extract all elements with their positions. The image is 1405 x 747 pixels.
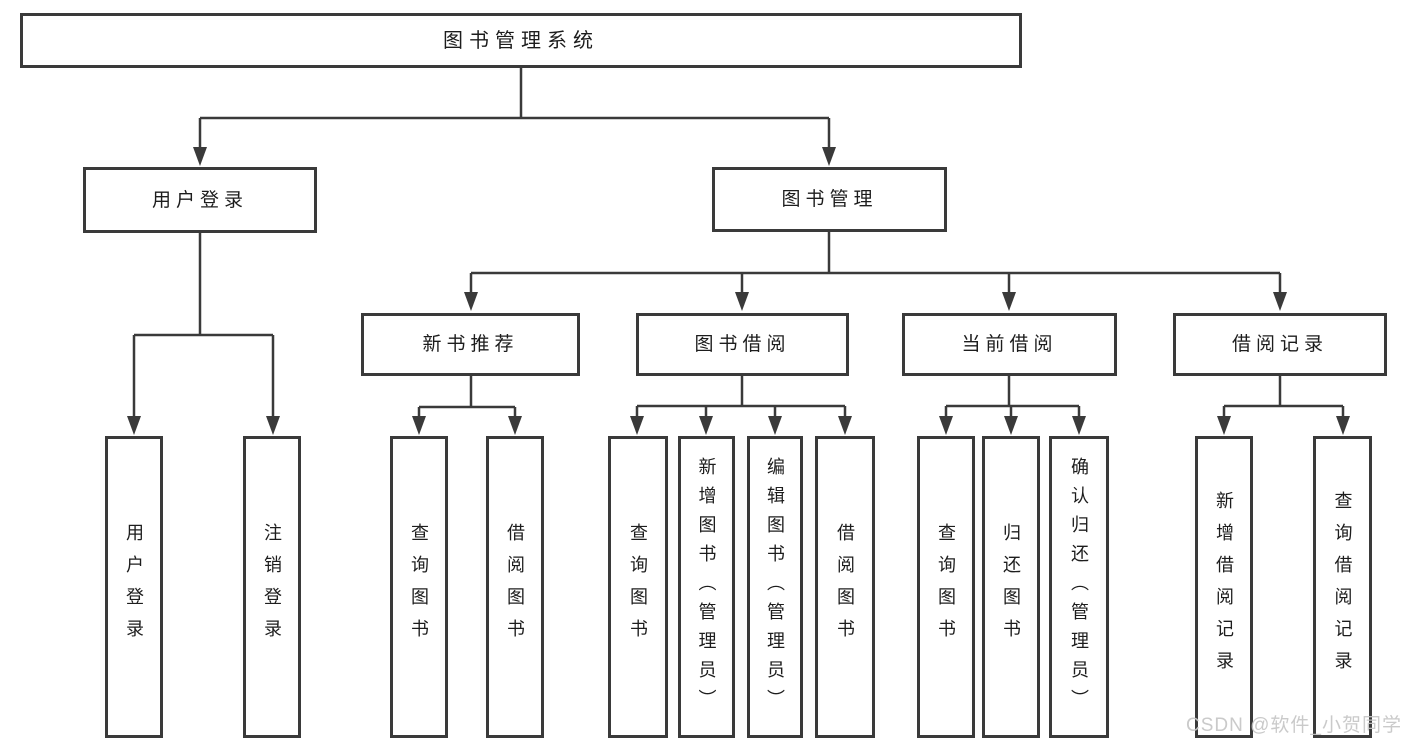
connector-book-management-to-children bbox=[469, 232, 1282, 294]
leaf-confirm-return-admin: 确认归还（管理员） bbox=[1049, 436, 1109, 738]
leaf-query-books: 查询图书 bbox=[608, 436, 668, 738]
connector-line bbox=[469, 232, 1282, 294]
node-label: 借阅记录 bbox=[1231, 334, 1328, 355]
node-label: 新增借阅记录 bbox=[1214, 491, 1234, 683]
node-label: 确认归还（管理员） bbox=[1069, 456, 1089, 718]
arrow-down-icon bbox=[822, 147, 836, 166]
connector-line bbox=[417, 376, 517, 418]
arrow-down-icon bbox=[508, 416, 522, 435]
arrow-down-icon bbox=[630, 416, 644, 435]
node-label: 用户登录 bbox=[151, 189, 248, 211]
arrow-down-icon bbox=[939, 416, 953, 435]
connector-new-book-recommend-to-children bbox=[417, 376, 517, 418]
arrow-down-icon bbox=[464, 292, 478, 311]
arrowheads bbox=[127, 147, 1350, 435]
leaf-query-borrow-record: 查询借阅记录 bbox=[1313, 436, 1372, 738]
connector-line bbox=[132, 233, 275, 418]
node-label: 注销登录 bbox=[262, 523, 282, 651]
node-label: 查询图书 bbox=[936, 523, 956, 651]
node-label: 新增图书（管理员） bbox=[696, 456, 717, 718]
node-label: 当前借阅 bbox=[961, 334, 1058, 355]
connector-user-login-to-children bbox=[132, 233, 275, 418]
leaf-user-login: 用户登录 bbox=[105, 436, 163, 738]
node-label: 图书借阅 bbox=[694, 334, 791, 355]
leaf-query-books: 查询图书 bbox=[390, 436, 448, 738]
node-book-borrowing: 图书借阅 bbox=[636, 313, 849, 376]
leaf-return-books: 归还图书 bbox=[982, 436, 1040, 738]
arrow-down-icon bbox=[412, 416, 426, 435]
node-library-management-system: 图书管理系统 bbox=[20, 13, 1022, 68]
leaf-query-books: 查询图书 bbox=[917, 436, 975, 738]
node-label: 借阅图书 bbox=[835, 523, 855, 651]
arrow-down-icon bbox=[1273, 292, 1287, 311]
leaf-edit-book-admin: 编辑图书（管理员） bbox=[747, 436, 803, 738]
node-label: 借阅图书 bbox=[505, 523, 525, 651]
node-label: 查询图书 bbox=[628, 523, 648, 651]
csdn-watermark: CSDN @软件_小贺同学 bbox=[1186, 715, 1402, 736]
node-current-borrowing: 当前借阅 bbox=[902, 313, 1117, 376]
arrow-down-icon bbox=[838, 416, 852, 435]
arrow-down-icon bbox=[127, 416, 141, 435]
leaf-borrow-books: 借阅图书 bbox=[486, 436, 544, 738]
connector-current-borrowing-to-children bbox=[944, 376, 1081, 418]
connector-book-borrowing-to-children bbox=[635, 376, 847, 418]
node-label: 新书推荐 bbox=[422, 334, 519, 355]
arrow-down-icon bbox=[699, 416, 713, 435]
node-new-book-recommend: 新书推荐 bbox=[361, 313, 580, 376]
node-label: 用户登录 bbox=[124, 523, 144, 651]
node-borrowing-records: 借阅记录 bbox=[1173, 313, 1387, 376]
arrow-down-icon bbox=[266, 416, 280, 435]
leaf-add-book-admin: 新增图书（管理员） bbox=[678, 436, 735, 738]
arrow-down-icon bbox=[1002, 292, 1016, 311]
leaf-logout-login: 注销登录 bbox=[243, 436, 301, 738]
node-label: 图书管理系统 bbox=[443, 29, 599, 52]
arrow-down-icon bbox=[193, 147, 207, 166]
node-label: 归还图书 bbox=[1001, 523, 1021, 651]
connector-root-to-children bbox=[198, 68, 831, 150]
arrow-down-icon bbox=[768, 416, 782, 435]
node-label: 编辑图书（管理员） bbox=[765, 456, 785, 718]
node-user-login: 用户登录 bbox=[83, 167, 317, 233]
connector-line bbox=[635, 376, 847, 418]
arrow-down-icon bbox=[1336, 416, 1350, 435]
arrow-down-icon bbox=[1217, 416, 1231, 435]
connector-line bbox=[944, 376, 1081, 418]
connector-borrowing-records-to-children bbox=[1222, 376, 1345, 418]
leaf-add-borrow-record: 新增借阅记录 bbox=[1195, 436, 1253, 738]
connector-line bbox=[1222, 376, 1345, 418]
node-label: 图书管理 bbox=[781, 189, 878, 210]
arrow-down-icon bbox=[1004, 416, 1018, 435]
node-label: 查询借阅记录 bbox=[1332, 491, 1353, 683]
node-label: 查询图书 bbox=[409, 523, 429, 651]
connector-line bbox=[198, 68, 831, 150]
leaf-borrow-books: 借阅图书 bbox=[815, 436, 875, 738]
node-book-management: 图书管理 bbox=[712, 167, 947, 232]
arrow-down-icon bbox=[735, 292, 749, 311]
arrow-down-icon bbox=[1072, 416, 1086, 435]
